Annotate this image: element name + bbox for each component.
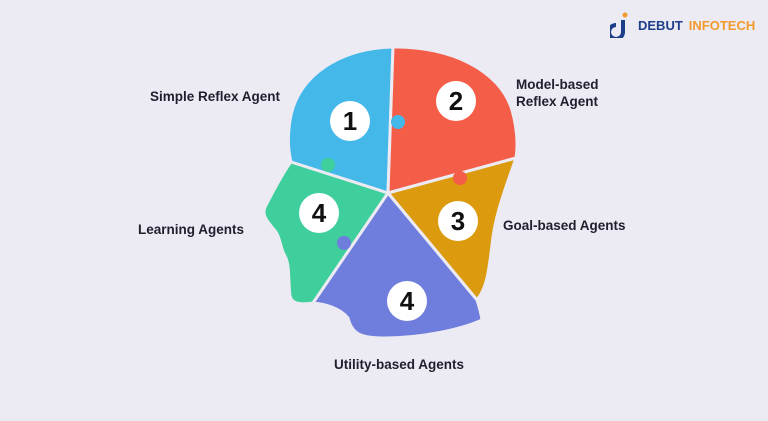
number-badge-4-learning: 4 — [299, 193, 339, 233]
number-badge-1: 1 — [330, 101, 370, 141]
svg-text:2: 2 — [449, 86, 463, 116]
svg-text:4: 4 — [312, 198, 327, 228]
label-model-based-reflex-agent: Model-based Reflex Agent — [516, 76, 599, 110]
segment-utility — [311, 191, 484, 340]
number-badge-2: 2 — [436, 81, 476, 121]
svg-text:1: 1 — [343, 106, 357, 136]
segment-learning — [262, 160, 390, 306]
label-line-1: Model-based — [516, 77, 599, 92]
number-badge-3: 3 — [438, 201, 478, 241]
svg-text:3: 3 — [451, 206, 465, 236]
debut-infotech-logo: DEBUT INFOTECH — [610, 12, 755, 38]
label-goal-based-agents: Goal-based Agents — [503, 218, 626, 233]
logo-brand-suffix: INFOTECH — [688, 17, 756, 33]
label-simple-reflex-agent: Simple Reflex Agent — [150, 89, 281, 104]
label-line-2: Reflex Agent — [516, 94, 599, 109]
number-badge-4-utility: 4 — [387, 281, 427, 321]
logo-brand: DEBUT — [638, 17, 683, 33]
label-learning-agents: Learning Agents — [138, 222, 245, 237]
label-utility-based-agents: Utility-based Agents — [334, 357, 465, 372]
puzzle-tabs — [321, 115, 467, 259]
svg-text:4: 4 — [400, 286, 415, 316]
logo-mark-icon — [610, 12, 628, 38]
